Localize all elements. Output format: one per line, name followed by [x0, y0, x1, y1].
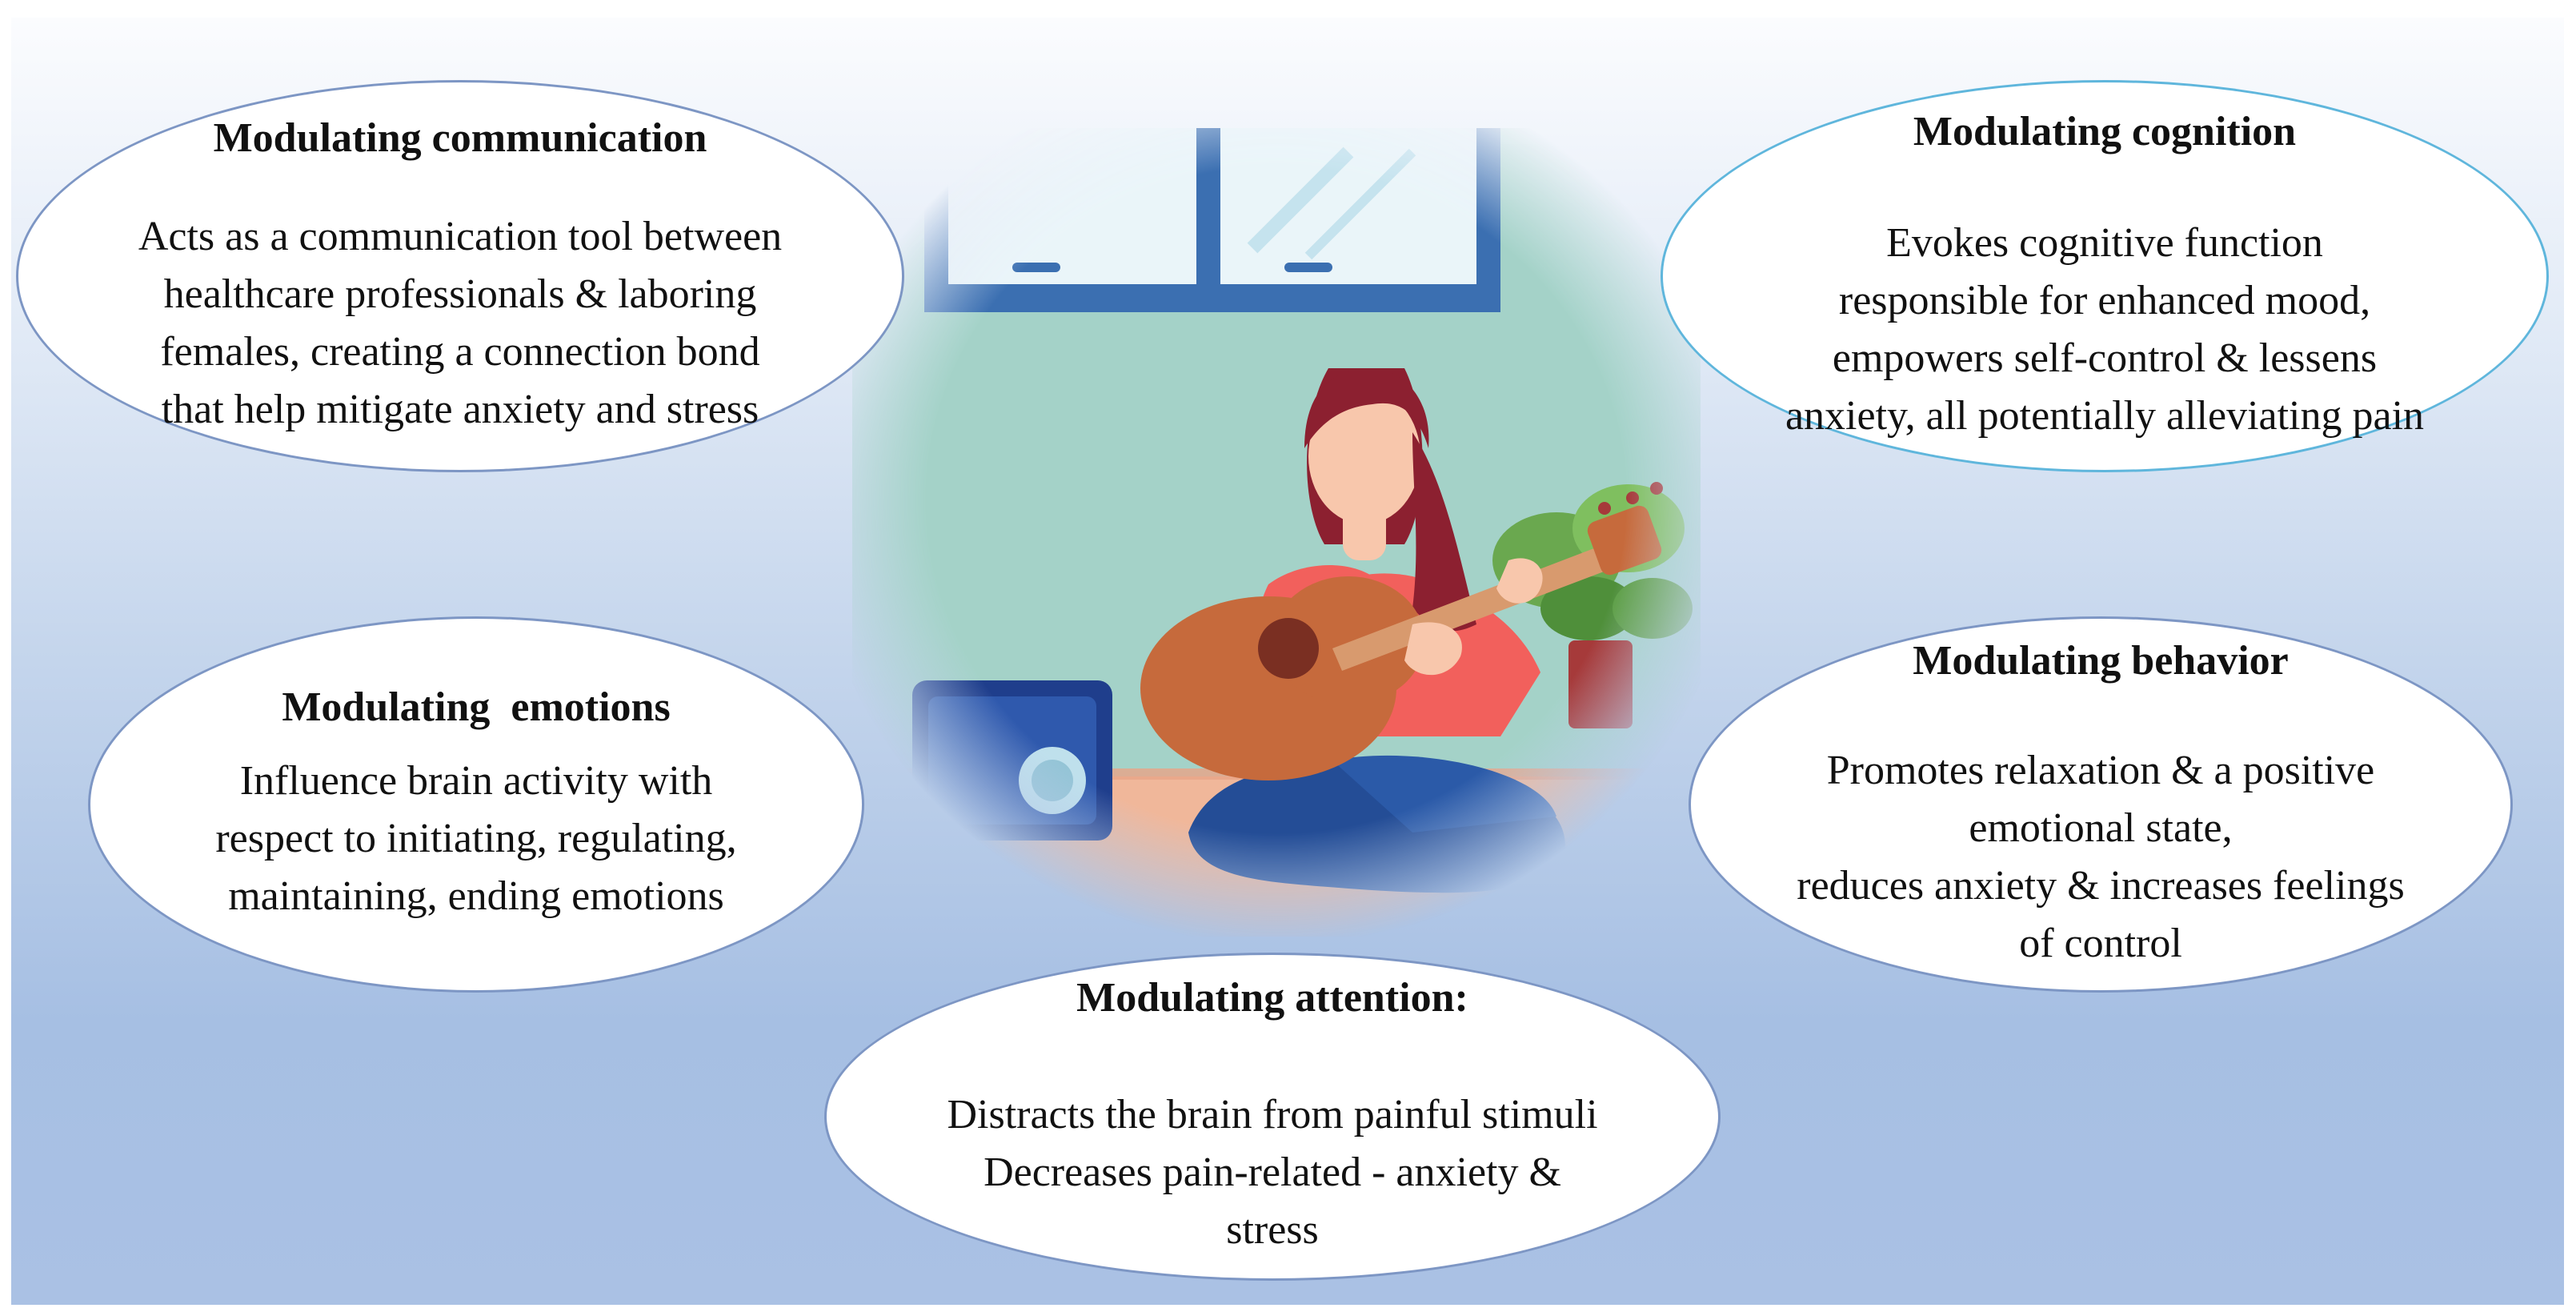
bubble-title: Modulating emotions: [282, 684, 671, 731]
bubble-title: Modulating communication: [213, 114, 707, 161]
bubble-title: Modulating behavior: [1913, 637, 2289, 684]
bubble-body: Acts as a communication tool between hea…: [138, 214, 783, 432]
guitar-icon: [1140, 482, 1663, 780]
modulating-behavior-bubble: Modulating behavior Promotes relaxation …: [1689, 616, 2513, 993]
bubble-body: Promotes relaxation & a positive emotion…: [1797, 748, 2405, 966]
bubble-title: Modulating cognition: [1913, 108, 2297, 154]
bubble-title: Modulating attention:: [1076, 975, 1468, 1021]
amplifier-icon: [912, 680, 1112, 841]
bubble-body: Influence brain activity with respect to…: [215, 758, 737, 919]
bubble-body: Evokes cognitive function responsible fo…: [1785, 220, 2425, 439]
modulating-communication-bubble: Modulating communication Acts as a commu…: [16, 80, 904, 472]
modulating-emotions-bubble: Modulating emotions Influence brain acti…: [88, 616, 864, 993]
window-icon: [924, 128, 1500, 312]
woman-playing-guitar-illustration: [852, 128, 1701, 937]
bubble-body: Distracts the brain from painful stimuli…: [947, 1092, 1598, 1253]
modulating-cognition-bubble: Modulating cognition Evokes cognitive fu…: [1661, 80, 2549, 472]
modulating-attention-bubble: Modulating attention: Distracts the brai…: [824, 953, 1721, 1281]
